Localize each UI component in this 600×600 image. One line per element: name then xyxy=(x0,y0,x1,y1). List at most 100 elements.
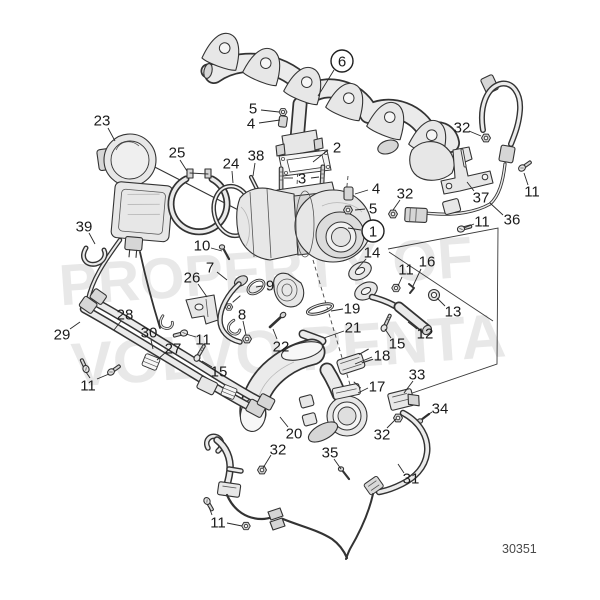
leader-line xyxy=(347,227,362,231)
leader-line xyxy=(85,371,91,379)
clip-16 xyxy=(408,283,415,294)
actuator-solenoid xyxy=(110,181,174,258)
screw-35 xyxy=(337,466,351,481)
leader-line xyxy=(312,149,329,163)
callout-6: 6 xyxy=(338,53,346,70)
callout-12: 12 xyxy=(417,325,434,342)
clamp-17-strap xyxy=(331,381,362,400)
leader-line xyxy=(397,276,403,287)
callout-circle-6 xyxy=(330,49,354,73)
leader-line xyxy=(156,351,167,361)
callout-25: 25 xyxy=(169,144,186,161)
callout-15: 15 xyxy=(389,335,406,352)
hose-union xyxy=(196,375,219,396)
actuator-rod xyxy=(144,161,251,217)
leader-line xyxy=(436,297,446,307)
stud-3b xyxy=(319,164,326,189)
callout-23: 23 xyxy=(94,112,111,129)
callout-11: 11 xyxy=(398,261,414,278)
coolant-hoses xyxy=(78,288,276,418)
leader-line xyxy=(96,373,110,380)
small-fittings xyxy=(218,108,398,261)
leader-line xyxy=(197,283,208,298)
leader-line xyxy=(317,69,335,97)
callout-1: 1 xyxy=(369,223,377,240)
callout-11: 11 xyxy=(80,377,96,394)
callout-7: 7 xyxy=(206,259,214,276)
callout-38: 38 xyxy=(248,147,265,164)
callout-28: 28 xyxy=(117,306,134,323)
leader-line xyxy=(354,189,369,195)
oil-feed-group xyxy=(348,261,441,336)
leader-line xyxy=(357,387,369,394)
callout-11: 11 xyxy=(524,183,540,200)
wastegate-actuator xyxy=(81,133,174,329)
leader-line xyxy=(354,356,373,365)
callout-19: 19 xyxy=(344,300,361,317)
fitting-small xyxy=(224,295,241,311)
callout-32: 32 xyxy=(270,441,287,458)
exhaust-manifold xyxy=(200,27,460,181)
callout-32: 32 xyxy=(374,426,391,443)
bracket-33 xyxy=(387,388,420,411)
oil-drain-group xyxy=(157,275,266,345)
callout-4: 4 xyxy=(372,180,380,197)
callout-5: 5 xyxy=(369,200,377,217)
leader-line xyxy=(523,172,529,186)
leader-line xyxy=(216,271,228,281)
leader-line xyxy=(113,320,122,331)
leader-line xyxy=(252,162,256,177)
leader-line xyxy=(463,223,475,229)
leader-line xyxy=(403,380,414,394)
callout-5: 5 xyxy=(249,100,257,117)
callout-33: 33 xyxy=(409,366,426,383)
drawing-number: 30351 xyxy=(502,542,537,556)
gasket-and-studs xyxy=(278,149,332,191)
leader-line xyxy=(392,199,401,211)
compressor-outlet-stub xyxy=(273,272,305,308)
manifold-right-foot xyxy=(409,141,455,181)
outlet-elbow-17 xyxy=(298,362,368,443)
turbine-housing xyxy=(236,187,299,261)
compressor-inlet-rings xyxy=(315,211,365,259)
screw-10 xyxy=(218,244,231,261)
callout-32: 32 xyxy=(454,119,471,136)
callout-13: 13 xyxy=(445,303,462,320)
callout-29: 29 xyxy=(54,326,71,343)
callout-3: 3 xyxy=(298,170,306,187)
leader-line xyxy=(333,458,342,470)
vent-pipe-group xyxy=(203,433,349,560)
leader-line xyxy=(412,268,422,287)
leader-lines xyxy=(69,69,529,527)
callout-36: 36 xyxy=(504,211,521,228)
callout-2: 2 xyxy=(333,139,341,156)
callout-15: 15 xyxy=(211,363,228,380)
callout-circle-1 xyxy=(361,219,385,243)
callout-24: 24 xyxy=(223,155,240,172)
leader-line xyxy=(466,181,475,192)
callout-16: 16 xyxy=(419,253,436,270)
callout-39: 39 xyxy=(76,218,93,235)
leader-line xyxy=(226,522,243,527)
manifold-outlet-hole xyxy=(377,139,399,155)
callout-27: 27 xyxy=(165,340,182,357)
leader-line xyxy=(384,328,392,339)
leader-line xyxy=(407,321,418,330)
leader-line xyxy=(179,159,188,172)
leader-line xyxy=(69,321,81,330)
leader-line xyxy=(208,506,213,516)
callout-9: 9 xyxy=(266,277,274,294)
callout-37: 37 xyxy=(473,189,490,206)
leader-line xyxy=(242,320,247,336)
leader-line xyxy=(262,454,272,469)
leader-line xyxy=(310,176,320,179)
leader-line xyxy=(330,308,344,312)
leader-line xyxy=(323,330,345,339)
callout-4: 4 xyxy=(247,115,255,132)
leader-line xyxy=(355,258,367,271)
callout-34: 34 xyxy=(432,400,449,417)
leader-line xyxy=(354,208,366,211)
hose-clamp-35-target xyxy=(363,475,384,496)
